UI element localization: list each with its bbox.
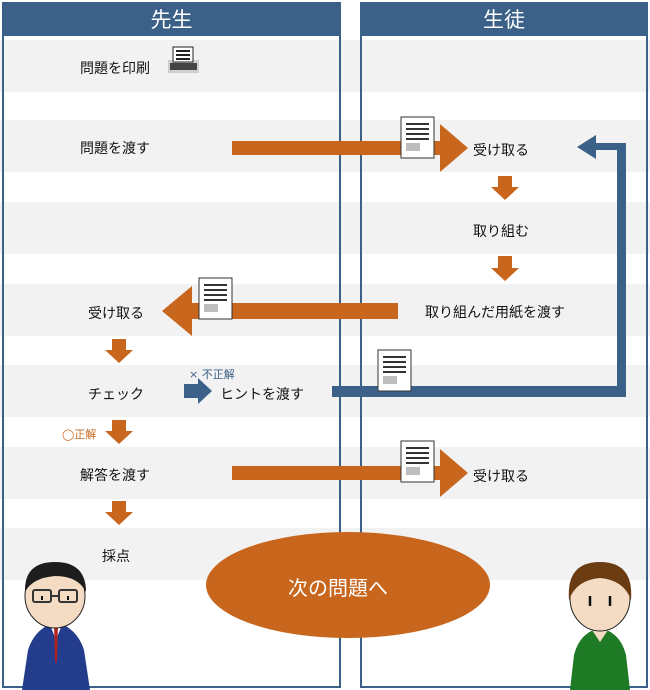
hint-loop-arrow <box>332 135 626 397</box>
teacher-avatar <box>22 562 90 690</box>
incorrect-label: × 不正解 <box>189 368 235 381</box>
correct-label: ◯正解 <box>62 428 97 441</box>
step-student-receive: 受け取る <box>473 143 529 159</box>
next-question-label: 次の問題へ <box>288 576 388 600</box>
answer-arrow <box>232 449 468 497</box>
step-hand-out: 問題を渡す <box>80 141 150 157</box>
document-icon <box>400 116 435 159</box>
step-grade: 採点 <box>102 549 130 565</box>
down-arrow <box>105 339 133 363</box>
step-check: チェック <box>88 387 144 403</box>
down-arrow <box>105 501 133 525</box>
student-header: 生徒 <box>360 2 648 36</box>
row-stripe <box>0 40 650 92</box>
student-avatar <box>568 562 632 690</box>
document-icon <box>198 277 233 320</box>
next-question-oval <box>206 532 490 638</box>
document-icon <box>400 440 435 483</box>
step-work: 取り組む <box>473 224 529 240</box>
step-hand-sheet: 取り組んだ用紙を渡す <box>425 305 565 321</box>
printer-icon <box>168 46 199 73</box>
down-arrow <box>491 256 519 281</box>
document-icon <box>377 349 412 392</box>
return-sheet-arrow <box>162 286 398 336</box>
step-receive-answer: 受け取る <box>473 469 529 485</box>
down-arrow <box>491 176 519 200</box>
down-arrow <box>105 420 133 444</box>
step-hand-answer: 解答を渡す <box>80 468 150 484</box>
step-hint: ヒントを渡す <box>220 387 304 403</box>
step-print: 問題を印刷 <box>80 61 150 77</box>
teacher-header: 先生 <box>2 2 341 36</box>
row-stripe <box>0 202 650 254</box>
handout-arrow <box>232 124 468 172</box>
incorrect-arrow <box>184 378 212 404</box>
step-teacher-receive: 受け取る <box>88 306 144 322</box>
